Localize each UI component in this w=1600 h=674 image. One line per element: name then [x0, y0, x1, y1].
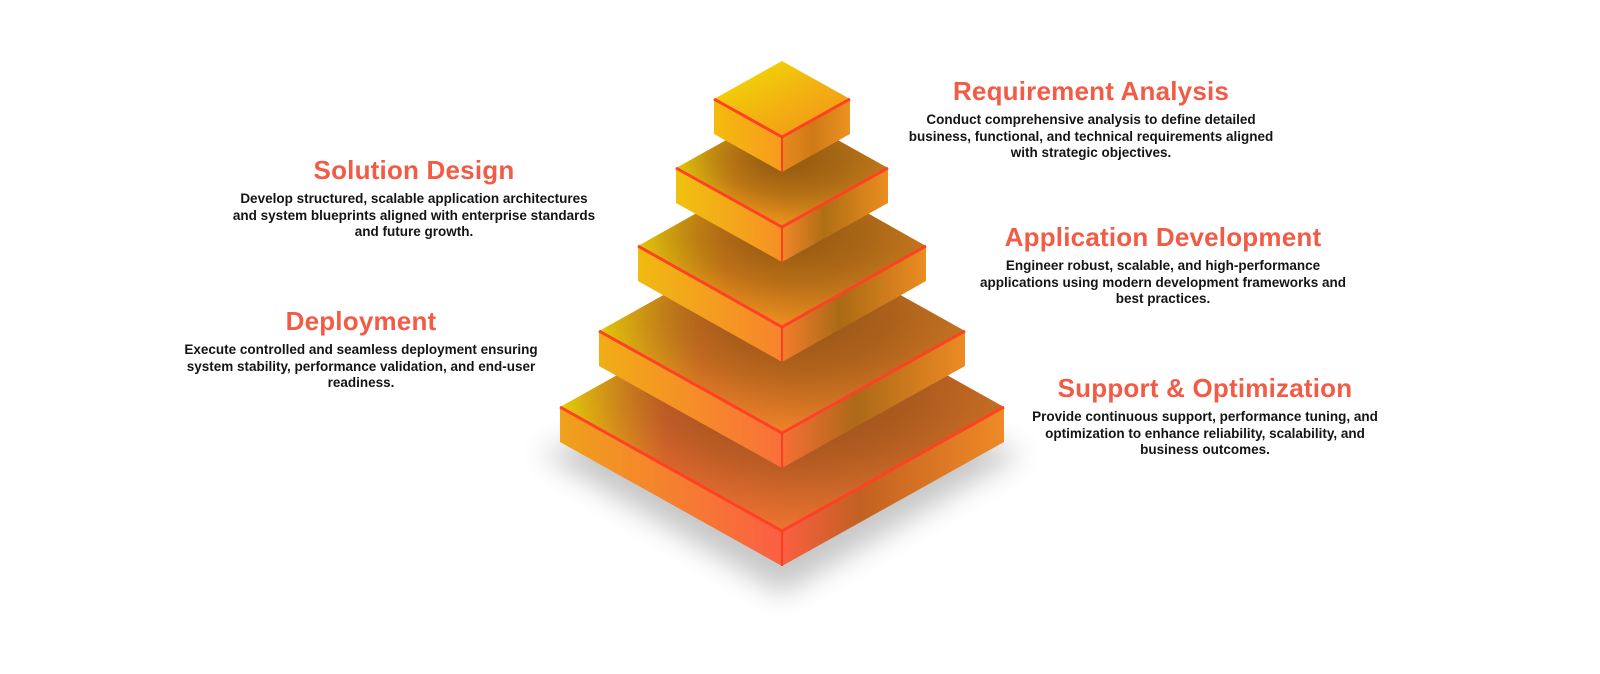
tier-1-left-face — [714, 99, 782, 172]
tier-5-right-face — [782, 407, 1004, 566]
section-title-support-optimization: Support & Optimization — [1057, 373, 1353, 403]
section-title-solution-design: Solution Design — [313, 155, 515, 185]
tier-1-right-face — [782, 99, 850, 172]
tier-2-left-face — [676, 168, 782, 262]
section-deployment: Deployment Execute controlled and seamle… — [131, 306, 591, 392]
section-solution-design: Solution Design Develop structured, scal… — [184, 155, 644, 241]
tier-3-left-face — [638, 246, 782, 362]
section-requirement-analysis: Requirement Analysis Conduct comprehensi… — [861, 76, 1321, 162]
section-description-solution-design: Develop structured, scalable application… — [232, 191, 596, 239]
section-description-support-optimization: Provide continuous support, performance … — [1032, 409, 1378, 457]
section-description-application-development: Engineer robust, scalable, and high-perf… — [979, 258, 1347, 306]
section-support-optimization: Support & Optimization Provide continuou… — [975, 373, 1435, 459]
tier-2-right-face — [782, 168, 888, 262]
tier-4-right-face — [782, 331, 965, 468]
tier-3-right-face — [782, 246, 926, 362]
tier-5-left-face — [560, 407, 782, 566]
section-application-development: Application Development Engineer robust,… — [933, 222, 1393, 308]
section-title-deployment: Deployment — [285, 306, 437, 336]
section-description-requirement-analysis: Conduct comprehensive analysis to define… — [908, 112, 1274, 160]
section-description-deployment: Execute controlled and seamless deployme… — [184, 342, 538, 390]
tier-4-left-face — [599, 331, 782, 468]
section-title-requirement-analysis: Requirement Analysis — [952, 76, 1230, 106]
pyramid-tier-1 — [713, 61, 851, 172]
section-title-application-development: Application Development — [1004, 222, 1322, 252]
